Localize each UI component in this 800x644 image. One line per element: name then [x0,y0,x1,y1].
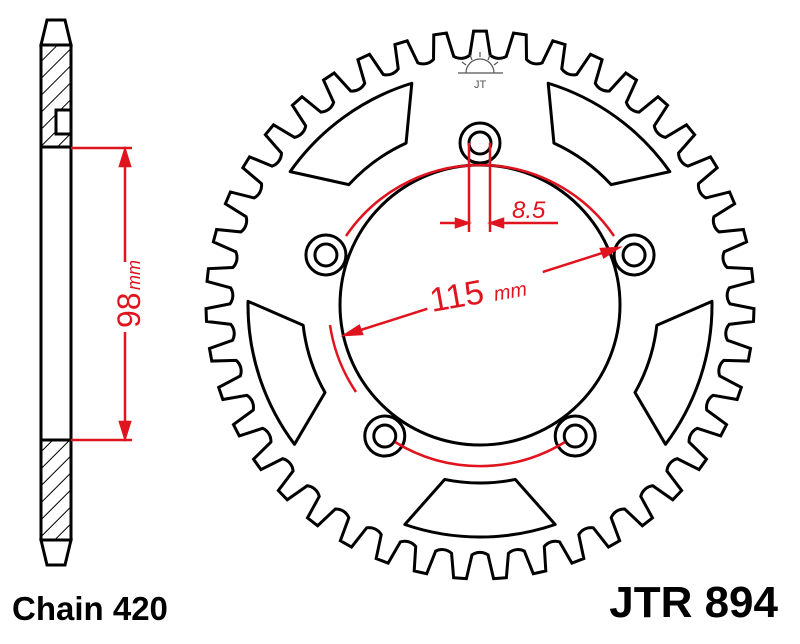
hub-height-unit: mm [124,260,144,290]
side-view [39,18,73,567]
lightening-window [403,477,557,539]
sunrise-logo-icon: JT [458,52,503,91]
lightening-window [546,81,672,187]
lightening-window [288,81,414,187]
lightening-window [246,299,327,446]
chain-label: Chain 420 [12,590,168,627]
bolt-hole [562,423,588,449]
bolt-circle-value: 115 [427,273,487,320]
sprocket-front-view [204,29,756,581]
hub-height-value: 98 [111,292,147,328]
bolt-hole [372,423,398,449]
bolt-hole [313,242,339,268]
bolt-circle-label: 115 mm [422,262,548,320]
bolt-hole-value: 8.5 [512,197,546,224]
hub-height-label: 98 mm [111,260,147,332]
lightening-window [633,299,714,446]
bolt-hole [621,242,647,268]
part-number: JTR 894 [609,578,778,627]
svg-text:JT: JT [474,79,487,91]
bolt-hole [467,130,493,156]
bolt-hole-dimension [440,143,558,232]
sprocket-teeth-outline [204,29,756,581]
